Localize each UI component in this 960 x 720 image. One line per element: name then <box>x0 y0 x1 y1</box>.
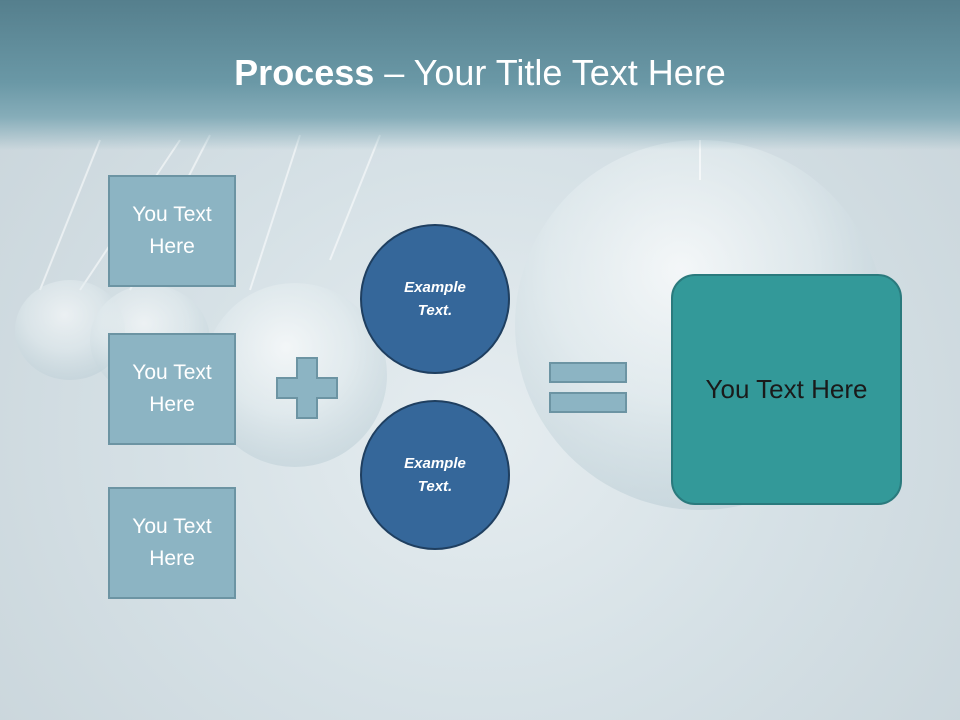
slide-title: Process – Your Title Text Here <box>0 52 960 94</box>
circle-text-line2: Text. <box>417 478 453 495</box>
input-box-2[interactable]: You Text Here <box>108 333 236 445</box>
input-box-1[interactable]: You Text Here <box>108 175 236 287</box>
example-circle-1[interactable]: Example Text. <box>360 224 510 374</box>
result-box[interactable]: You Text Here <box>671 274 902 505</box>
circle-text-line1: Example <box>404 279 466 296</box>
title-band <box>0 0 960 150</box>
title-rest: – Your Title Text Here <box>374 52 726 93</box>
example-circle-2[interactable]: Example Text. <box>360 400 510 550</box>
input-box-label: You Text Here <box>132 203 212 258</box>
input-box-label: You Text Here <box>132 361 212 416</box>
input-box-3[interactable]: You Text Here <box>108 487 236 599</box>
result-label: You Text Here <box>705 374 868 404</box>
circle-text-line1: Example <box>404 455 466 472</box>
title-bold: Process <box>234 52 375 93</box>
circle-text-line2: Text. <box>417 302 453 319</box>
input-box-label: You Text Here <box>132 515 212 570</box>
